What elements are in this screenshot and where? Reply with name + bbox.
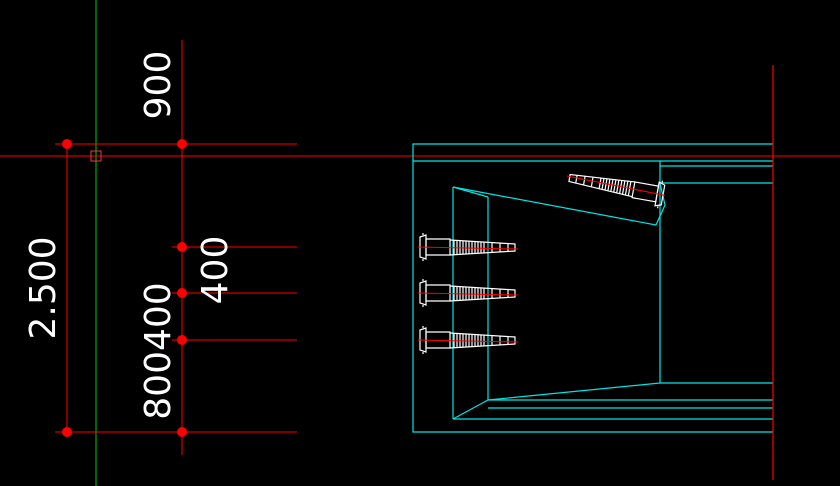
dim-text-top[interactable]: 900 [138,51,179,120]
outer-outline [412,143,773,433]
anchor-bolt[interactable] [417,278,519,308]
plate-edge [655,182,666,226]
dimension-group[interactable] [55,40,297,455]
grip-points[interactable] [62,139,187,437]
grip-point[interactable] [177,427,187,437]
pickbox-cursor [90,150,102,162]
anchor-bolt[interactable] [417,325,519,355]
dim-text-lower[interactable]: 800400 [138,282,179,419]
grip-point[interactable] [177,335,187,345]
haunch-top [452,186,657,226]
dim-text-middle[interactable]: 400 [195,236,236,305]
dim-text-overall[interactable]: 2.500 [23,236,64,339]
anchor-bolt[interactable] [417,232,519,262]
section-geometry[interactable] [412,143,773,433]
grip-point[interactable] [177,288,187,298]
grip-point[interactable] [62,427,72,437]
grip-point[interactable] [62,139,72,149]
haunch-bottom [487,382,661,401]
anchor-bolt[interactable] [563,163,669,210]
bottom-diag [452,399,489,420]
grip-point[interactable] [177,139,187,149]
grip-point[interactable] [177,242,187,252]
haunch-top-2 [452,186,489,198]
